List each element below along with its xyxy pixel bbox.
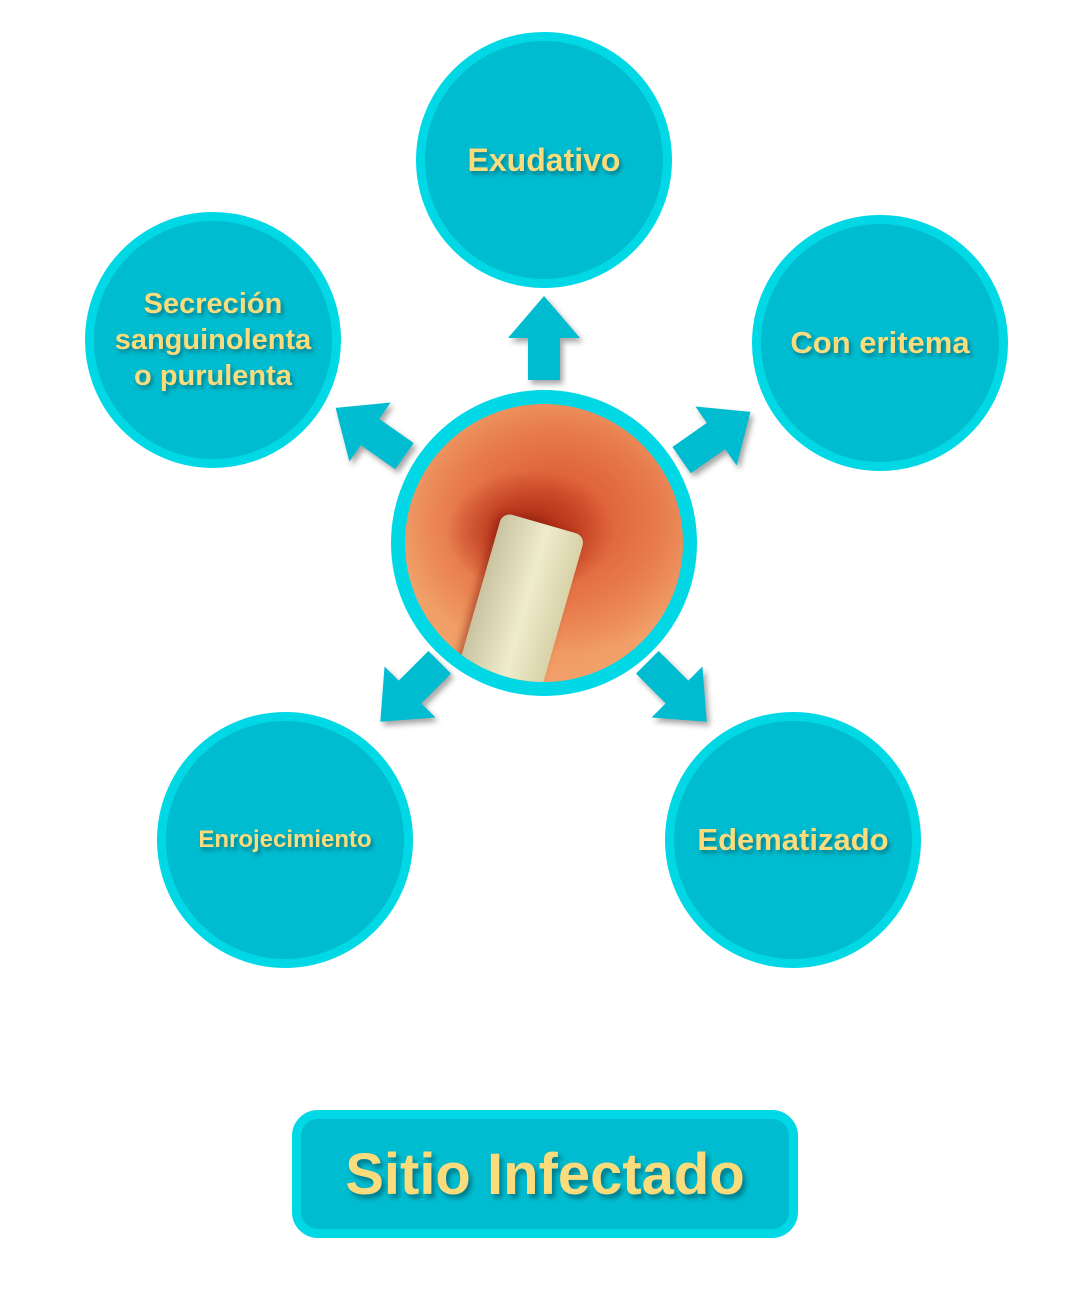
node-label: Enrojecimiento (198, 826, 372, 853)
node-label: Edematizado (697, 821, 889, 857)
catheter-tube (447, 512, 586, 682)
diagram-title: Sitio Infectado (345, 1141, 745, 1207)
node-label: Exudativo (467, 142, 621, 178)
node-label: Con eritema (790, 324, 970, 360)
node-secrecion: Secreción sanguinolenta o purulenta (85, 212, 341, 468)
node-label: Secreción sanguinolenta o purulenta (109, 286, 318, 395)
center-photo-frame (391, 390, 697, 696)
node-enrojecimiento: Enrojecimiento (157, 712, 413, 968)
node-con-eritema: Con eritema (752, 215, 1008, 471)
node-label-line: o purulenta (134, 360, 292, 393)
infected-site-photo (405, 404, 683, 682)
node-exudativo: Exudativo (416, 32, 672, 288)
node-edematizado: Edematizado (665, 712, 921, 968)
node-label-line: Secreción (143, 287, 283, 320)
node-label-line: sanguinolenta (114, 323, 312, 356)
title-box: Sitio Infectado (292, 1110, 798, 1238)
